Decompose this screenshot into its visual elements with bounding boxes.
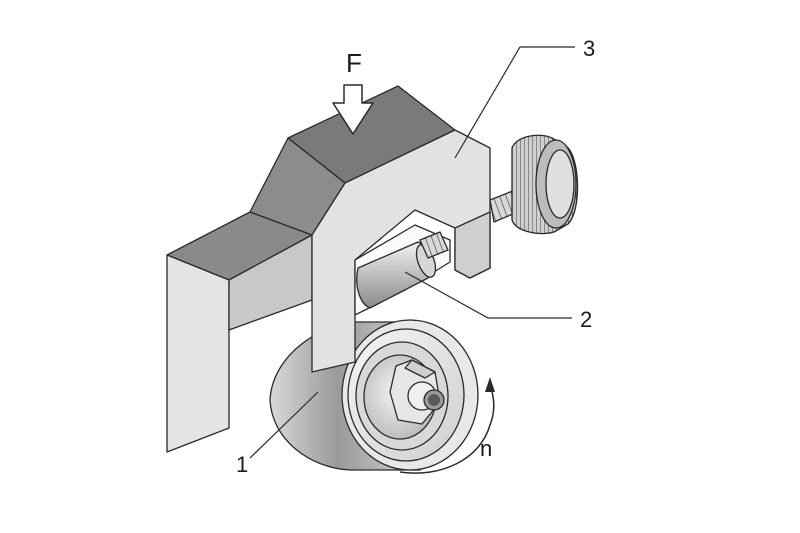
arm-body	[166, 211, 313, 453]
leader-part-3	[454, 46, 575, 159]
label-part-1: 1	[236, 452, 248, 477]
force-arrow	[332, 84, 374, 135]
rotation-arrow	[399, 377, 495, 474]
label-part-3: 3	[583, 36, 595, 61]
label-force: F	[346, 48, 362, 78]
leader-lines	[249, 46, 575, 459]
pin-part-2	[356, 231, 449, 309]
adjusting-screw	[489, 134, 579, 235]
label-rotation: n	[480, 436, 492, 461]
leader-part-2	[404, 271, 572, 319]
label-part-2: 2	[580, 307, 592, 332]
leader-part-1	[249, 391, 319, 459]
wheel-part-1	[269, 319, 479, 471]
